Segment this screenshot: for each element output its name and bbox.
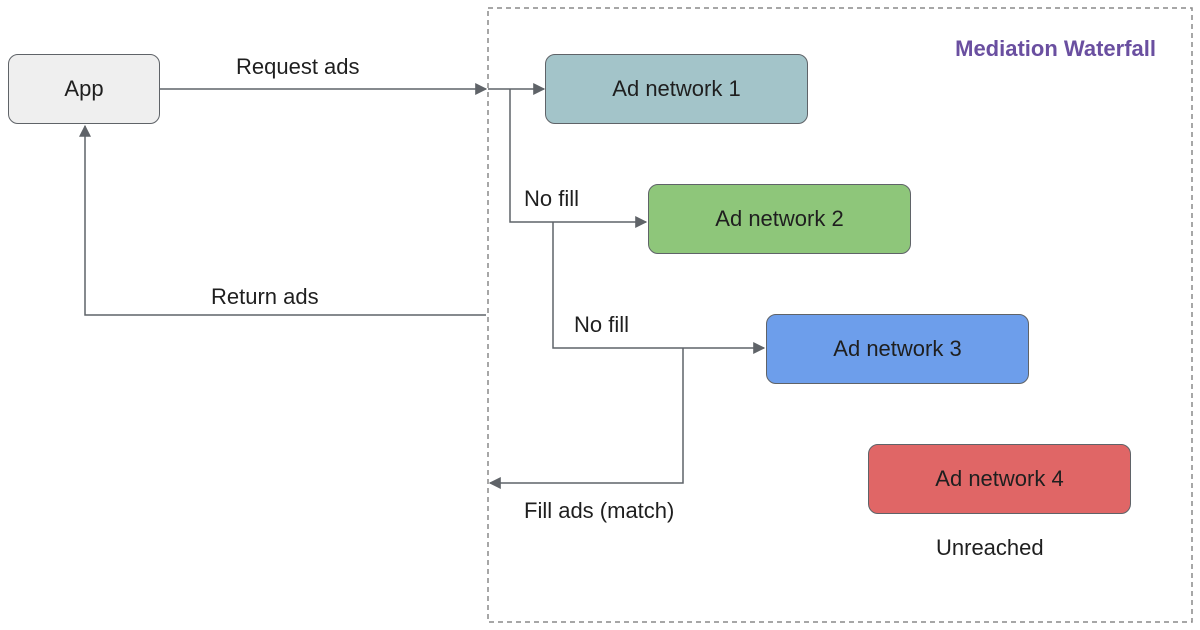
mediation-waterfall-boundary bbox=[487, 7, 1193, 623]
no-fill-2-label: No fill bbox=[574, 312, 630, 337]
ad-network-4-label: Ad network 4 bbox=[935, 466, 1064, 491]
return-ads-label: Return ads bbox=[211, 284, 319, 309]
fill-ads-arrow bbox=[488, 348, 684, 489]
ad-network-1-label: Ad network 1 bbox=[612, 76, 741, 101]
ad-network-2-label: Ad network 2 bbox=[715, 206, 844, 231]
no-fill-2-arrow bbox=[552, 222, 766, 354]
ad-network-4-node: Ad network 4 bbox=[868, 444, 1131, 514]
ad-network-3-node: Ad network 3 bbox=[766, 314, 1029, 384]
app-node: App bbox=[8, 54, 160, 124]
no-fill-1-label: No fill bbox=[524, 186, 580, 211]
mediation-waterfall-title: Mediation Waterfall bbox=[955, 36, 1156, 61]
fill-ads-label: Fill ads (match) bbox=[524, 498, 675, 523]
return-ads-arrow bbox=[79, 124, 486, 316]
request-ads-label: Request ads bbox=[236, 54, 360, 79]
no-fill-1-arrow bbox=[509, 89, 648, 228]
ad-network-3-label: Ad network 3 bbox=[833, 336, 962, 361]
ad-network-2-node: Ad network 2 bbox=[648, 184, 911, 254]
ad-network-1-node: Ad network 1 bbox=[545, 54, 808, 124]
app-node-label: App bbox=[64, 76, 104, 101]
unreached-label: Unreached bbox=[936, 535, 1044, 560]
